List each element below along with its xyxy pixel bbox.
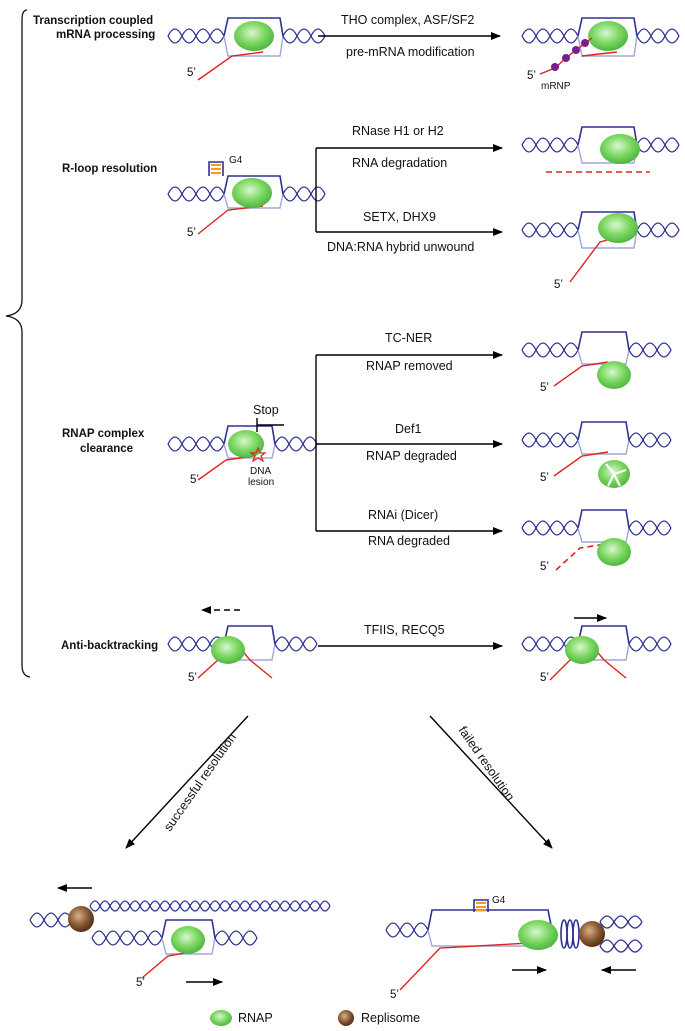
label-hybrid-unwound: DNA:RNA hybrid unwound xyxy=(327,240,474,254)
section-backtracking: Anti-backtracking xyxy=(61,640,158,652)
legend-rnap-icon xyxy=(210,1010,232,1026)
label-rna-degraded: RNA degraded xyxy=(368,534,450,548)
section-rloop: R-loop resolution xyxy=(62,163,157,175)
bubble-backtrack-right xyxy=(521,625,672,681)
five-prime-3: 5’ xyxy=(187,227,196,239)
lesion-star-icon xyxy=(249,446,267,463)
bubble-rnai-result xyxy=(521,509,672,571)
label-premrna: pre-mRNA modification xyxy=(346,45,475,59)
five-prime-4: 5’ xyxy=(554,279,563,291)
five-prime-11: 5’ xyxy=(136,977,145,989)
bubble-clearance-left xyxy=(167,425,318,481)
label-tcner: TC-NER xyxy=(385,331,432,345)
section-transcription-line1: Transcription coupled xyxy=(33,15,153,27)
label-lesion: lesion xyxy=(248,477,274,488)
section-transcription-line2: mRNA processing xyxy=(56,29,155,41)
label-successful: successful resolution xyxy=(161,731,239,834)
legend-replisome-label: Replisome xyxy=(361,1011,420,1025)
label-g4-2: G4 xyxy=(492,895,506,906)
bubble-setx-result xyxy=(521,211,680,283)
label-setx: SETX, DHX9 xyxy=(363,210,436,224)
legend-rnap-label: RNAP xyxy=(238,1011,273,1025)
bubble-transcription-left xyxy=(167,17,326,81)
five-prime-9: 5’ xyxy=(188,672,197,684)
label-tfiis: TFIIS, RECQ5 xyxy=(364,623,445,637)
replication-successful xyxy=(29,900,331,979)
five-prime-1: 5’ xyxy=(187,67,196,79)
section-rnap-line1: RNAP complex xyxy=(62,428,145,440)
g4-structure-2 xyxy=(473,899,489,912)
label-g4-1: G4 xyxy=(229,155,243,166)
section-rnap-line2: clearance xyxy=(80,443,133,455)
mrnp-chain xyxy=(539,37,593,75)
section-transcription: Transcription coupled mRNA processing xyxy=(33,15,156,41)
stop-marker xyxy=(256,418,284,432)
arrow-successful xyxy=(125,715,249,849)
bubble-def1-result xyxy=(521,421,672,488)
label-rnap-removed: RNAP removed xyxy=(366,359,453,373)
label-def1: Def1 xyxy=(395,422,421,436)
legend-replisome-icon xyxy=(338,1010,354,1026)
bubble-transcription-right xyxy=(521,17,680,57)
label-rnap-degraded: RNAP degraded xyxy=(366,449,457,463)
section-rnap-clearance: RNAP complex clearance xyxy=(62,428,147,455)
five-prime-7: 5’ xyxy=(540,472,549,484)
five-prime-8: 5’ xyxy=(540,561,549,573)
label-tho: THO complex, ASF/SF2 xyxy=(341,13,474,27)
g4-structure-1 xyxy=(208,161,224,176)
five-prime-5: 5’ xyxy=(190,474,199,486)
label-rnaseh: RNase H1 or H2 xyxy=(352,124,444,138)
label-rna-degradation: RNA degradation xyxy=(352,156,447,170)
bubble-rloop-left xyxy=(167,175,326,235)
label-failed: failed resolution xyxy=(456,724,518,804)
five-prime-10: 5’ xyxy=(540,672,549,684)
section-brace xyxy=(5,9,31,678)
bubble-rnaseh-result xyxy=(521,126,680,173)
label-rnai: RNAi (Dicer) xyxy=(368,508,438,522)
bubble-backtrack-left xyxy=(167,625,318,679)
replication-failed xyxy=(385,909,643,991)
five-prime-6: 5’ xyxy=(540,382,549,394)
bubble-tcner-result xyxy=(521,331,672,389)
label-dna: DNA xyxy=(250,466,271,477)
degraded-rnap-icon xyxy=(598,460,630,488)
five-prime-12: 5’ xyxy=(390,989,399,1001)
arrow-failed xyxy=(429,715,553,849)
label-stop: Stop xyxy=(253,403,279,417)
label-mrnp: mRNP xyxy=(541,81,571,92)
five-prime-2: 5’ xyxy=(527,70,536,82)
